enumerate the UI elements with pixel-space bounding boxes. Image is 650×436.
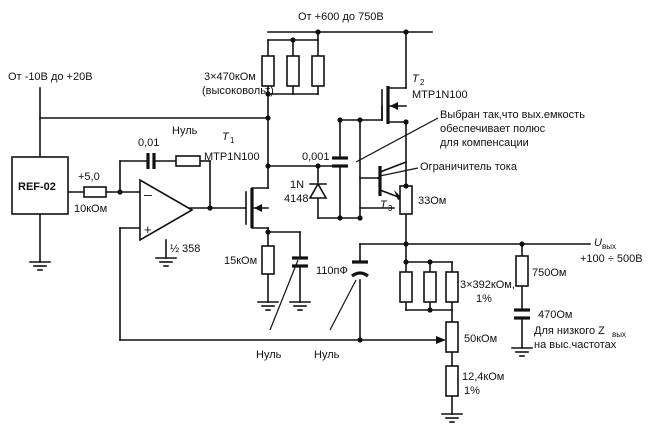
r-top-label: 3×470кОм <box>204 71 256 83</box>
note-line-2: обеспечивает полюс <box>440 123 546 135</box>
diode-label-b: 4148 <box>284 193 308 205</box>
resistor-15k <box>261 245 275 275</box>
pot-50k <box>445 321 459 353</box>
supply-top-label: От +600 до 750В <box>298 11 384 23</box>
cap-001-label: 0,01 <box>138 137 159 149</box>
note-line-1: Выбран так,что вых.емкость <box>440 109 585 121</box>
resistor-392k-3 <box>445 271 459 303</box>
t1-sub: 1 <box>230 136 235 145</box>
labels: От +600 до 750В От -10В до +20В REF-02 +… <box>8 11 643 397</box>
note-z-line-1: Для низкого Z <box>534 325 605 337</box>
supply-left-label: От -10В до +20В <box>8 71 93 83</box>
note-z-line-2: на выс.частотах <box>534 339 617 351</box>
ref-out-label: +5,0 <box>78 171 100 183</box>
null-bottom-1: Нуль <box>256 349 282 361</box>
t1-mosfet <box>245 187 269 229</box>
null-top-label: Нуль <box>172 125 198 137</box>
r-src-label: 15кОм <box>224 255 257 267</box>
t3-sub: 3 <box>388 204 393 213</box>
diode-label-a: 1N <box>290 179 304 191</box>
t2-sub: 2 <box>420 78 425 87</box>
opamp-minus-label: – <box>144 186 152 202</box>
t2-part-label: MTP1N100 <box>412 89 468 101</box>
r-top-sub-label: (высоковольт) <box>202 85 274 97</box>
opamp-half-label: ½ <box>170 243 179 255</box>
t2-mosfet <box>381 86 407 124</box>
note-pointers <box>355 117 439 177</box>
r-750-label: 750Ом <box>532 267 566 279</box>
out-u-label: U <box>594 237 602 249</box>
out-range-label: +100 ÷ 500В <box>580 253 643 265</box>
opamp-triangle <box>139 178 194 242</box>
null-bottom-2: Нуль <box>314 349 340 361</box>
resistor-470k-3 <box>311 55 325 87</box>
out-u-sub: вых <box>602 242 616 251</box>
resistor-12k4 <box>445 365 459 397</box>
resistor-470k-2 <box>286 55 300 87</box>
opamp-part-label: 358 <box>182 243 200 255</box>
limiter-label: Ограничитель тока <box>420 161 518 173</box>
r-div-label: 3×392кОм, <box>460 279 515 291</box>
resistor-470k-1 <box>261 55 275 87</box>
pot-wiper-arrow <box>436 336 446 344</box>
resistor-10k <box>83 186 107 198</box>
resistor-10k-label: 10кОм <box>74 203 107 215</box>
r-sense-label: 33Ом <box>418 195 446 207</box>
resistor-750 <box>515 255 529 287</box>
t1-part-label: MTP1N100 <box>204 151 260 163</box>
ground-symbols <box>29 257 533 423</box>
t3-label: T <box>380 199 388 211</box>
opamp-plus-label: + <box>144 222 152 237</box>
junction-dots <box>117 29 525 343</box>
r-124-tol: 1% <box>464 385 480 397</box>
ref02-label: REF-02 <box>18 181 56 193</box>
r-124-label: 12,4кОм <box>462 371 504 383</box>
resistor-392k-1 <box>399 271 413 303</box>
resistor-null <box>175 155 201 167</box>
r-div-tol: 1% <box>476 293 492 305</box>
note-line-3: для компенсации <box>440 137 529 149</box>
t1-label: T <box>222 131 230 143</box>
pot-50k-label: 50кОм <box>464 333 497 345</box>
wires <box>39 31 591 415</box>
resistor-33 <box>399 185 413 215</box>
note-z-sub: вых <box>612 330 626 339</box>
cap-comp-label: 0,001 <box>302 151 330 163</box>
resistor-392k-2 <box>423 271 437 303</box>
t2-label: T <box>412 73 420 85</box>
r-470-label: 470Ом <box>538 309 572 321</box>
cap-110-label: 110пФ <box>316 265 348 277</box>
diode-1n4148 <box>308 182 328 199</box>
ref02-box <box>11 156 69 215</box>
